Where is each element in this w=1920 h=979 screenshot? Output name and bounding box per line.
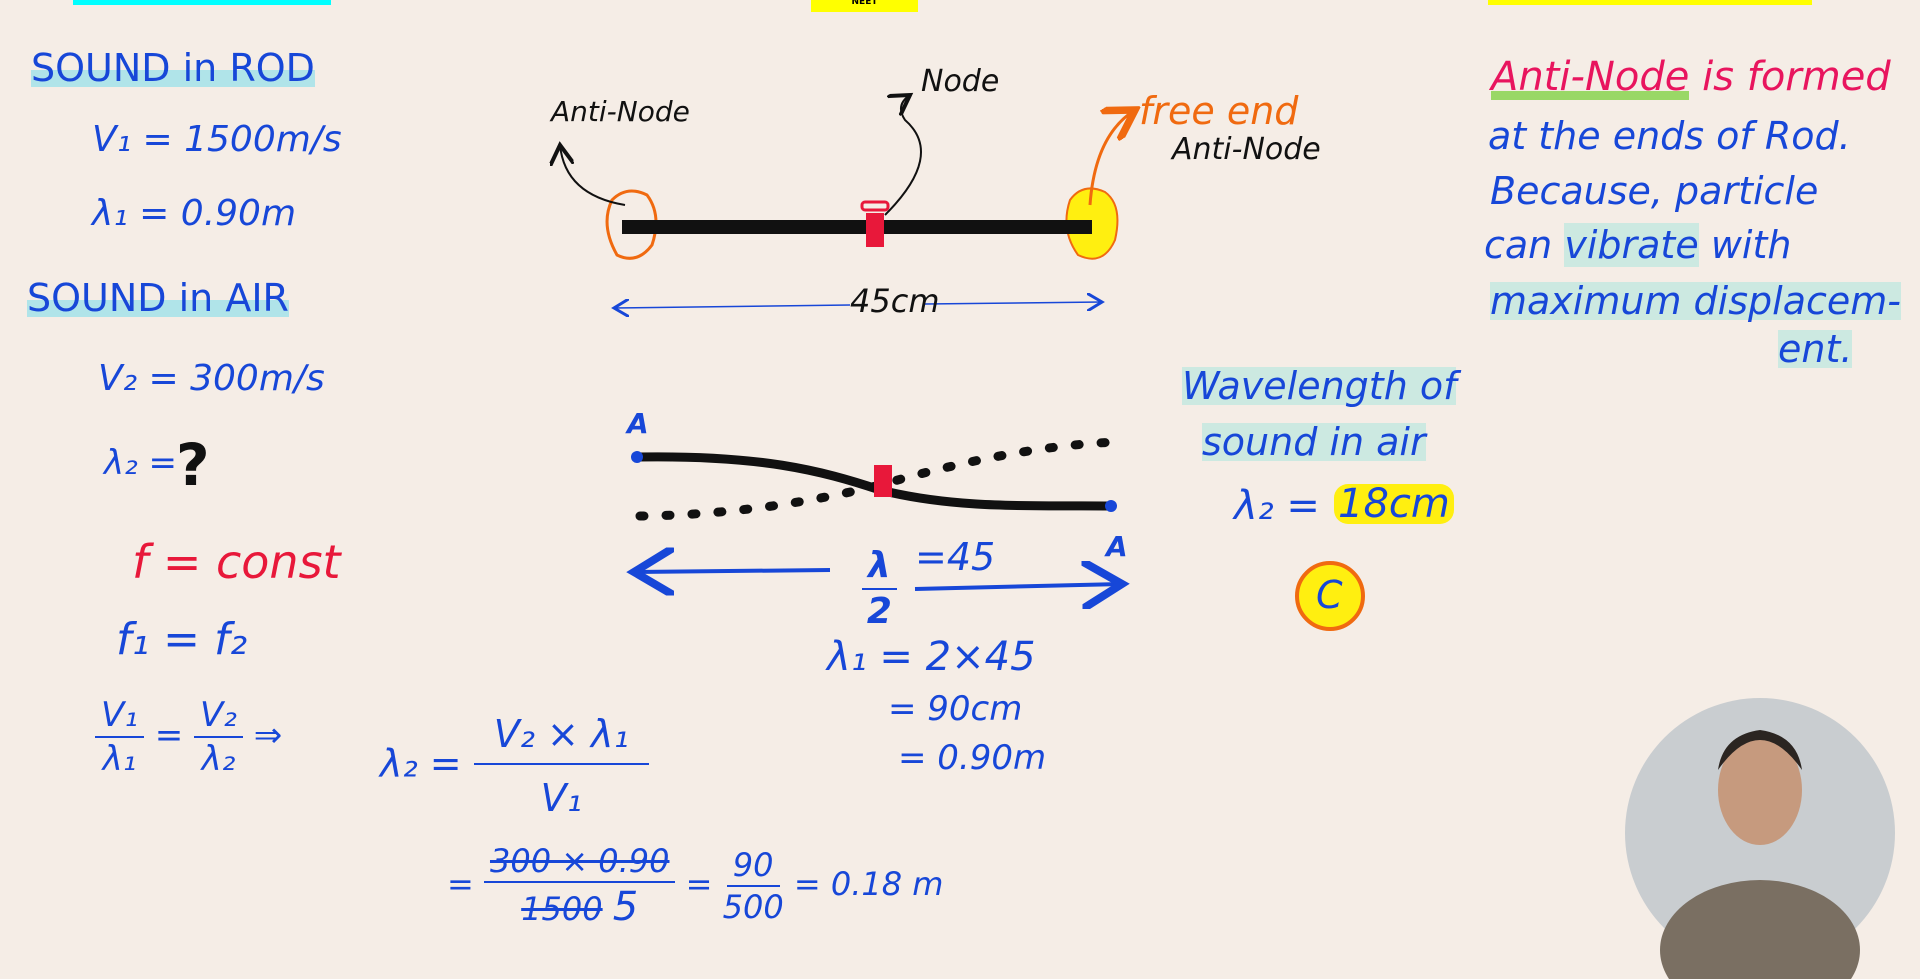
lambda1-value: λ₁ = 0.90m	[92, 193, 297, 234]
v1-value: V₁ = 1500m/s	[92, 119, 342, 160]
length-arrow-right	[924, 302, 1102, 304]
calc-3: = 0.90m	[898, 738, 1047, 778]
option-circle	[1295, 561, 1365, 631]
half-lambda-num: λ	[862, 548, 897, 590]
node-pointer	[884, 95, 922, 216]
dotted-wave	[635, 437, 1122, 521]
step2-eq: =	[685, 865, 713, 903]
f-const: f = const	[132, 535, 341, 589]
note-antinode: Anti-Node	[1491, 54, 1690, 100]
right-end-dot	[1105, 500, 1117, 512]
left-end-label: A	[627, 407, 649, 440]
antinode-right-label: Anti-Node	[1172, 132, 1321, 167]
node-label: Node	[921, 64, 1000, 99]
half-lambda-arrow-left	[634, 570, 831, 572]
lambda2-label: λ₂ =	[104, 443, 178, 483]
cyan-strip	[73, 0, 331, 5]
antinode-left-pointer	[560, 145, 626, 206]
v2-value: V₂ = 300m/s	[98, 358, 325, 399]
lambda2-unknown: ?	[176, 431, 210, 499]
half-lambda-den: 2	[866, 591, 892, 632]
ratio-eq: =	[154, 715, 184, 756]
formula-den: V₁	[540, 776, 582, 820]
answer-heading-1: Wavelength of	[1182, 364, 1457, 408]
note-line-5: maximum displacem-	[1490, 279, 1901, 323]
note-line-4: can vibrate with	[1484, 223, 1792, 267]
rod	[622, 220, 1092, 234]
formula-num: V₂ × λ₁	[473, 715, 649, 765]
note-line-3: Because, particle	[1490, 169, 1819, 213]
note-line-2: at the ends of Rod.	[1488, 114, 1851, 158]
wave-clamp	[874, 465, 892, 497]
length-arrow-left	[614, 305, 851, 308]
note-line-4a: can	[1484, 223, 1553, 267]
note-line-1-rest: is formed	[1702, 54, 1891, 100]
answer-heading-2: sound in air	[1202, 420, 1426, 464]
rod-heading: SOUND in ROD	[31, 46, 315, 90]
free-end-pointer	[1088, 110, 1135, 206]
step-den: 1500	[521, 890, 603, 928]
ratio-num1: V₁	[95, 698, 144, 738]
formula-lhs: λ₂ =	[380, 741, 462, 786]
result: = 0.18 m	[793, 865, 944, 903]
calc-2: = 90cm	[888, 689, 1023, 729]
clamp-top	[860, 200, 890, 212]
note-line-1: Anti-Node is formed	[1491, 54, 1891, 100]
presenter-head	[1718, 735, 1802, 845]
answer-value: 18cm	[1334, 484, 1454, 524]
f-equal: f₁ = f₂	[116, 614, 248, 665]
note-vibrate: vibrate	[1564, 223, 1699, 267]
neet-tag: NEET	[811, 0, 918, 12]
formula: λ₂ = V₂ × λ₁ V₁	[380, 715, 649, 817]
note-line-4b: with	[1710, 223, 1792, 267]
clamp	[866, 213, 884, 247]
right-end-label: A	[1106, 530, 1128, 563]
ratio-num2: V₂	[194, 698, 243, 738]
free-end-label: free end	[1139, 89, 1299, 133]
implies: ⇒	[253, 715, 283, 756]
ratio-den1: λ₁	[102, 739, 137, 779]
step-num: 300 × 0.90	[489, 842, 670, 880]
yellow-strip	[1488, 0, 1812, 5]
half-lambda-arrow-right	[914, 584, 1122, 589]
left-end-dot	[631, 451, 643, 463]
left-antinode-blob	[605, 189, 658, 260]
antinode-left-label: Anti-Node	[551, 95, 690, 128]
air-heading: SOUND in AIR	[27, 276, 289, 320]
step-eq: =	[447, 865, 474, 903]
step2-num: 90	[726, 849, 780, 887]
presenter-body	[1660, 880, 1860, 979]
step-den-reduced: 5	[612, 884, 639, 930]
answer-option: C	[1316, 573, 1343, 617]
step2-den: 500	[722, 888, 784, 926]
answer-lhs: λ₂ =	[1234, 483, 1320, 529]
calc-1: λ₁ = 2×45	[827, 634, 1036, 680]
ratio-den2: λ₂	[201, 739, 236, 779]
half-lambda-value: =45	[915, 535, 996, 579]
length-label: 45cm	[850, 282, 940, 320]
note-line-6: ent.	[1778, 327, 1853, 371]
